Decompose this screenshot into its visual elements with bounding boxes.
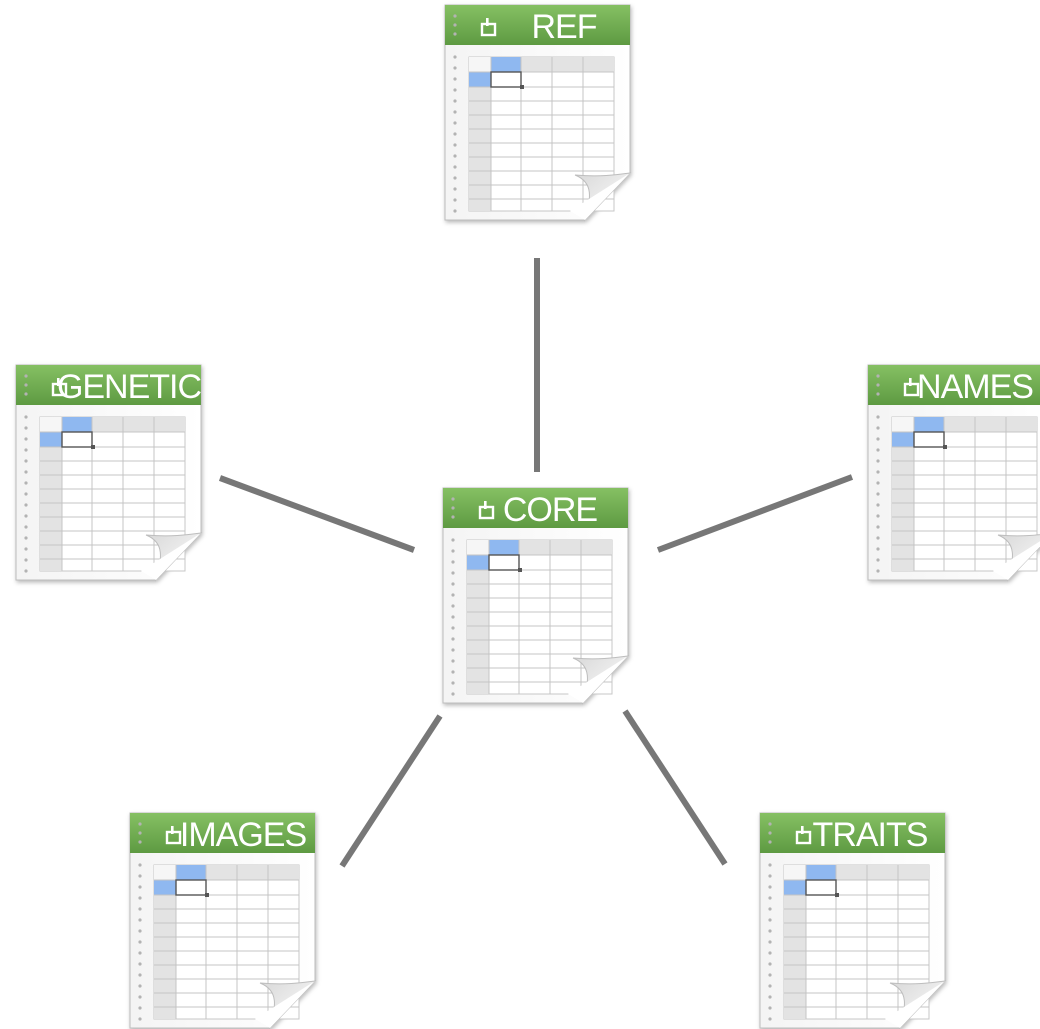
node-genetic: GENETIC <box>16 365 203 580</box>
node-traits: TRAITS <box>760 813 945 1028</box>
node-names: NAMES <box>868 365 1040 580</box>
edge-core-names <box>656 474 854 553</box>
node-names-label: NAMES <box>917 368 1033 406</box>
node-images: IMAGES <box>130 813 315 1028</box>
node-traits-label: TRAITS <box>813 816 928 854</box>
node-ref: REF <box>445 5 630 220</box>
node-core-label: CORE <box>503 491 598 529</box>
edge-core-images <box>339 714 443 868</box>
node-images-label: IMAGES <box>180 816 307 854</box>
node-genetic-label: GENETIC <box>57 368 202 406</box>
node-ref-label: REF <box>532 8 597 46</box>
edge-core-traits <box>622 709 728 866</box>
node-core: CORE <box>443 488 628 703</box>
edge-core-genetic <box>218 475 416 553</box>
connectors <box>218 258 854 868</box>
